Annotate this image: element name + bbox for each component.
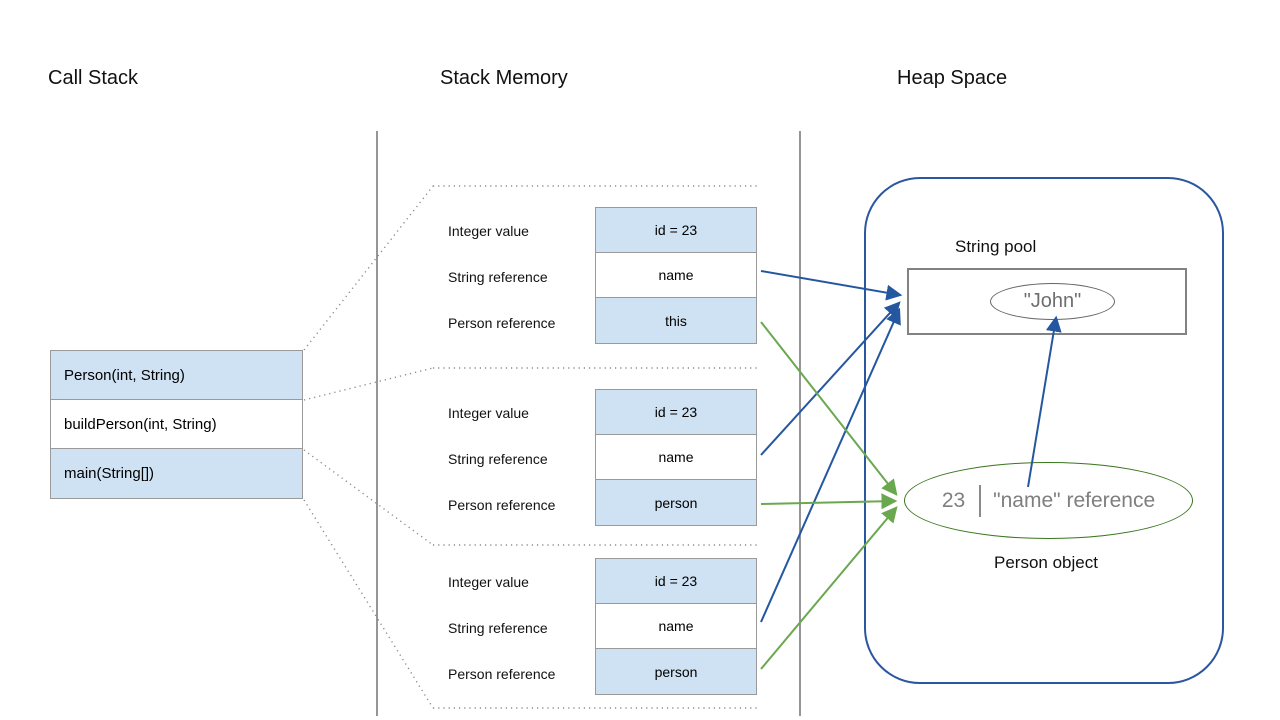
person-object-caption: Person object (994, 553, 1098, 572)
value-cell: person (596, 649, 756, 694)
stack-frame-2-values: id = 23 name person (595, 389, 757, 526)
row-label: String reference (448, 269, 548, 285)
person-id-value: 23 (941, 488, 966, 512)
link-buildperson-frame (303, 367, 434, 401)
value-cell: name (596, 253, 756, 298)
link-person-frame (303, 185, 434, 351)
string-object-ellipse: "John" (990, 283, 1115, 320)
row-label: Person reference (448, 497, 556, 513)
value-cell: this (596, 298, 756, 343)
field-divider (979, 484, 982, 517)
call-stack-frame-person: Person(int, String) (51, 351, 302, 400)
value-cell: name (596, 435, 756, 480)
call-stack-heading: Call Stack (48, 67, 139, 89)
row-label: Person reference (448, 666, 556, 682)
heap-space-heading: Heap Space (897, 67, 1008, 89)
person-name-reference: "name" reference (993, 488, 1156, 512)
row-label: String reference (448, 451, 548, 467)
stack-frame-1-labels: Integer value String reference Person re… (448, 208, 598, 346)
value-cell: name (596, 604, 756, 649)
row-label: Integer value (448, 574, 529, 590)
value-cell: person (596, 480, 756, 525)
stack-memory-heading: Stack Memory (440, 67, 568, 89)
stack-frame-1-values: id = 23 name this (595, 207, 757, 344)
row-label: Person reference (448, 315, 556, 331)
value-cell: id = 23 (596, 390, 756, 435)
stack-frame-3-labels: Integer value String reference Person re… (448, 559, 598, 697)
call-stack-frame-buildperson: buildPerson(int, String) (51, 400, 302, 449)
stack-frame-3-values: id = 23 name person (595, 558, 757, 695)
row-label: Integer value (448, 405, 529, 421)
value-cell: id = 23 (596, 208, 756, 253)
link-main-frame (303, 449, 434, 546)
stack-frame-2-labels: Integer value String reference Person re… (448, 390, 598, 528)
person-object-ellipse: 23 "name" reference (904, 462, 1193, 539)
call-stack-column: Person(int, String) buildPerson(int, Str… (50, 350, 303, 499)
string-pool-label: String pool (955, 237, 1037, 256)
value-cell: id = 23 (596, 559, 756, 604)
link-main-frame-bottom (303, 499, 434, 709)
call-stack-frame-main: main(String[]) (51, 449, 302, 498)
row-label: Integer value (448, 223, 529, 239)
heap-space-container (864, 177, 1224, 684)
row-label: String reference (448, 620, 548, 636)
